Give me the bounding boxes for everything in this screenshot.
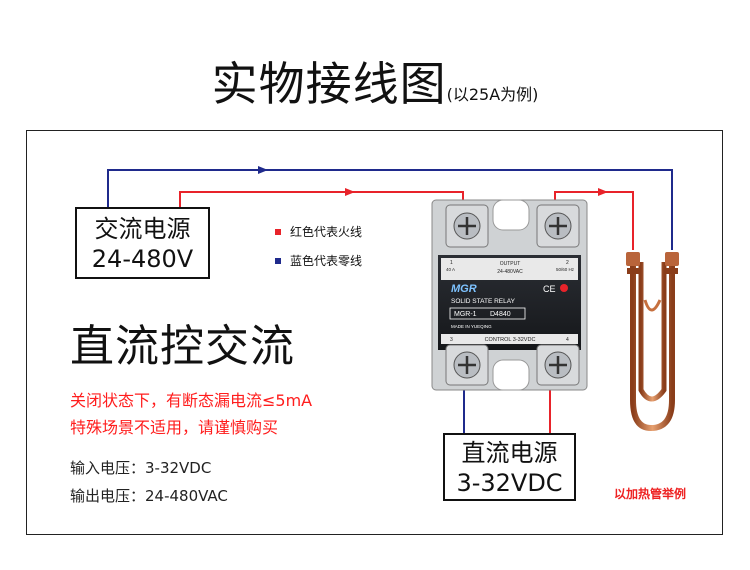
dc-power-voltage: 3-32VDC bbox=[456, 469, 563, 497]
relay-code: D4840 bbox=[490, 311, 511, 318]
relay-led bbox=[560, 284, 568, 292]
relay-output-label: OUTPUT bbox=[500, 261, 521, 267]
live-arrow-2 bbox=[598, 188, 608, 196]
relay-model: MGR-1 bbox=[454, 311, 477, 318]
relay-rating: 40 A bbox=[446, 267, 455, 272]
relay-terminal-3: 3 bbox=[450, 337, 453, 343]
relay-terminal-4: 4 bbox=[566, 337, 569, 343]
section-heading: 直流控交流 bbox=[70, 321, 295, 372]
relay-control: CONTROL 3-32VDC bbox=[485, 337, 536, 343]
warning-line-1: 关闭状态下，有断态漏电流≤5mA bbox=[70, 391, 313, 410]
relay-made-in: MADE IN YUEQING bbox=[451, 324, 492, 329]
live-arrow-1 bbox=[345, 188, 355, 196]
legend-live-label: 红色代表火线 bbox=[290, 225, 363, 239]
legend-live: 红色代表火线 bbox=[275, 223, 362, 240]
live-wire-ac bbox=[179, 191, 464, 210]
diagram-frame bbox=[26, 130, 723, 535]
legend-neutral-swatch bbox=[275, 257, 281, 264]
legend-neutral: 蓝色代表零线 bbox=[275, 252, 362, 269]
title-main: 实物接线图 bbox=[211, 57, 447, 111]
relay-ce-mark: CE bbox=[543, 284, 556, 294]
relay-terminal-2: 2 bbox=[566, 260, 569, 266]
dc-power-label: 直流电源 bbox=[461, 439, 558, 467]
heater-example-label: 以加热管举例 bbox=[614, 487, 687, 501]
heater-element bbox=[626, 252, 679, 432]
neutral-wire-ac bbox=[107, 169, 673, 250]
spec-input-voltage: 输入电压：3-32VDC bbox=[70, 459, 212, 477]
legend-neutral-label: 蓝色代表零线 bbox=[290, 254, 363, 268]
warning-line-2: 特殊场景不适用，请谨慎购买 bbox=[70, 418, 279, 437]
dc-power-box: 直流电源 3-32VDC bbox=[443, 433, 576, 501]
spec-output-voltage: 输出电压：24-480VAC bbox=[70, 487, 228, 505]
relay-freq: 50/60 Hz bbox=[556, 267, 575, 272]
relay-terminal-1: 1 bbox=[450, 260, 453, 266]
relay-output-range: 24-480VAC bbox=[497, 269, 523, 275]
ac-power-box: 交流电源 24-480V bbox=[75, 207, 210, 279]
ac-power-label: 交流电源 bbox=[94, 215, 191, 243]
relay-brand: MGR bbox=[451, 283, 477, 295]
title-sub: (以25A为例) bbox=[446, 85, 539, 104]
solid-state-relay: OUTPUT 24-480VAC 50/60 Hz 40 A 1 2 MGR C… bbox=[431, 199, 588, 391]
relay-type: SOLID STATE RELAY bbox=[451, 298, 516, 305]
ac-power-voltage: 24-480V bbox=[91, 245, 194, 273]
page-title: 实物接线图(以25A为例) bbox=[0, 48, 750, 114]
neutral-arrow bbox=[258, 166, 268, 174]
legend-live-swatch bbox=[275, 228, 281, 235]
